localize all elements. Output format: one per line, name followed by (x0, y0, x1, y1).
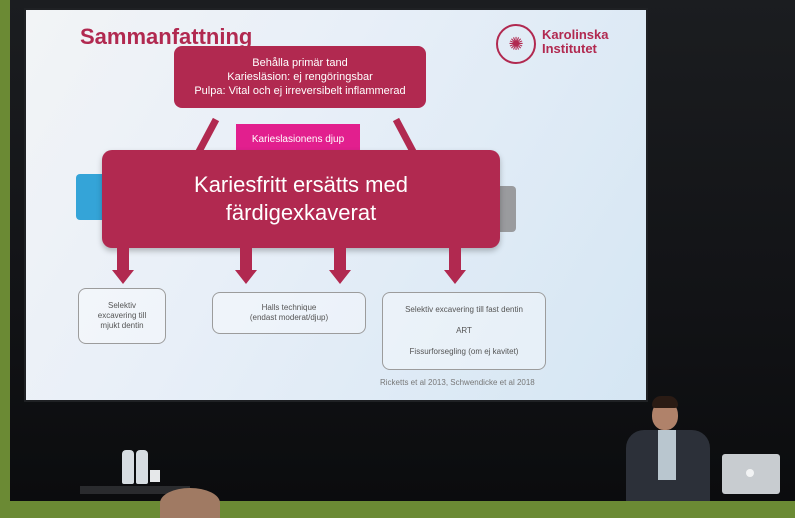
option-line: Fissurforsegling (om ej kavitet) (409, 347, 519, 357)
ki-logo-line2: Institutet (542, 41, 597, 56)
option-line: (endast moderat/djup) (249, 313, 329, 322)
arrow-down-icon (444, 248, 466, 288)
primary-tooth-box: Behålla primär tand Kariesläsion: ej ren… (174, 46, 426, 108)
arrow-down-icon (329, 248, 351, 288)
laptop-logo-icon (746, 469, 754, 477)
audience-head (160, 488, 220, 518)
citation: Ricketts et al 2013, Schwendicke et al 2… (380, 378, 535, 387)
top-box-line: Kariesläsion: ej rengöringsbar (227, 71, 373, 83)
main-box: Kariesfritt ersätts med färdigexkaverat (102, 150, 500, 248)
ki-logo: ✺ Karolinska Institutet (496, 24, 646, 66)
cup (150, 470, 160, 482)
option-line: Halls technique (261, 303, 317, 312)
presentation-room: Sammanfattning ✺ Karolinska Institutet B… (10, 0, 795, 518)
top-box-line: Pulpa: Vital och ej irreversibelt inflam… (194, 85, 406, 97)
projector-screen: Sammanfattning ✺ Karolinska Institutet B… (26, 10, 646, 400)
arrow-down-icon (112, 248, 134, 288)
ki-logo-line1: Karolinska (542, 27, 609, 42)
speaker (622, 396, 714, 501)
main-box-line: färdigexkaverat (225, 200, 377, 225)
main-box-line: Kariesfritt ersätts med (194, 172, 408, 197)
option-line: mjukt dentin (100, 321, 144, 330)
ki-logo-text: Karolinska Institutet (542, 28, 646, 56)
option-hard-dentin-art-fissure: Selektiv excavering till fast dentin ART… (382, 292, 546, 370)
speaker-hair (652, 396, 678, 408)
laptop (722, 454, 780, 494)
option-selective-soft-dentin: Selektiv excavering till mjukt dentin (78, 288, 166, 344)
option-line: Selektiv (107, 301, 136, 310)
speaker-shirt (658, 430, 676, 480)
water-bottle (122, 450, 134, 484)
slide-title: Sammanfattning (80, 24, 253, 49)
table (80, 486, 190, 494)
option-line: ART (456, 325, 472, 335)
top-box-line: Behålla primär tand (252, 57, 348, 69)
option-halls-technique: Halls technique (endast moderat/djup) (212, 292, 366, 334)
option-line: excavering till (97, 311, 147, 320)
lesion-depth-box: Karieslasionens djup (236, 124, 360, 154)
ki-seal-icon: ✺ (496, 24, 536, 64)
arrow-down-icon (235, 248, 257, 288)
option-line: Selektiv excavering till fast dentin (405, 304, 523, 314)
water-bottle (136, 450, 148, 484)
